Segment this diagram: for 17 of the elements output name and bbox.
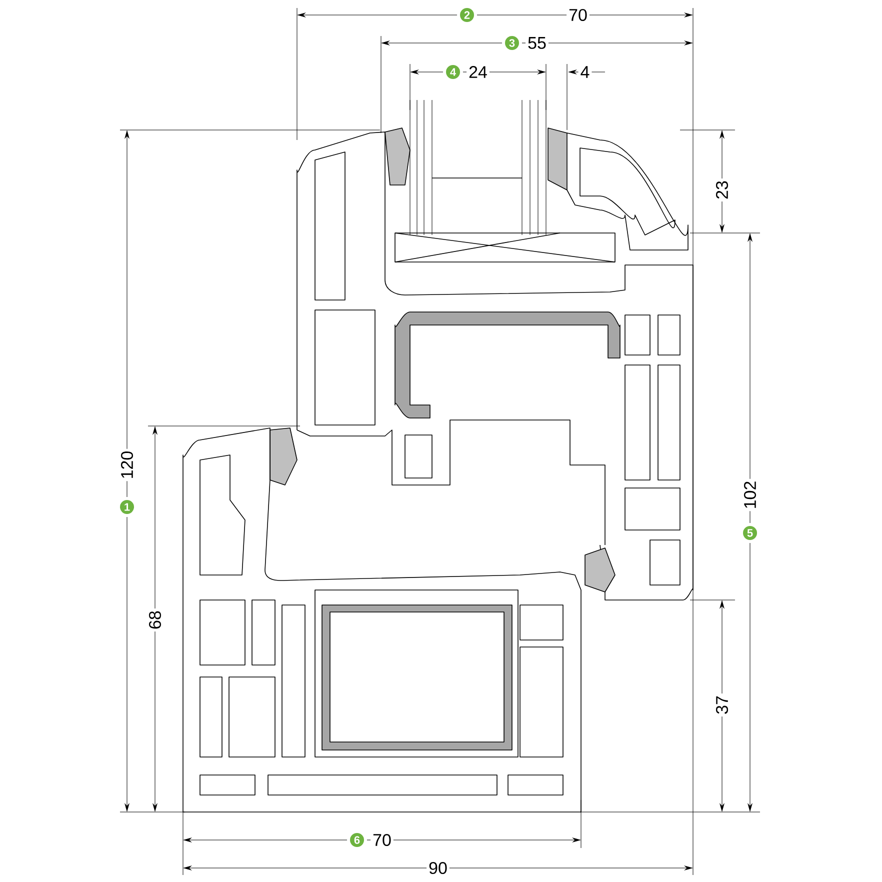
dimension-value: 68 xyxy=(146,608,164,632)
dimension-value: 37 xyxy=(714,694,730,716)
dimension-value: 70 xyxy=(566,6,590,23)
dimension-value: 4 xyxy=(578,64,592,80)
callout-number: 6 xyxy=(347,830,367,850)
callout-number: 5 xyxy=(740,523,760,543)
dimension-value: 90 xyxy=(426,860,450,876)
dimension-value: 120 xyxy=(118,448,136,482)
callout-number: 3 xyxy=(502,33,522,53)
dimension-value: 70 xyxy=(370,832,394,848)
dimension-value: 23 xyxy=(714,178,730,202)
dimension-value: 102 xyxy=(742,478,758,512)
callout-number: 4 xyxy=(443,62,463,82)
dimension-value: 24 xyxy=(466,64,490,80)
dimension-value: 55 xyxy=(526,35,548,51)
callout-number: 2 xyxy=(457,5,477,25)
callout-number: 1 xyxy=(117,497,137,517)
